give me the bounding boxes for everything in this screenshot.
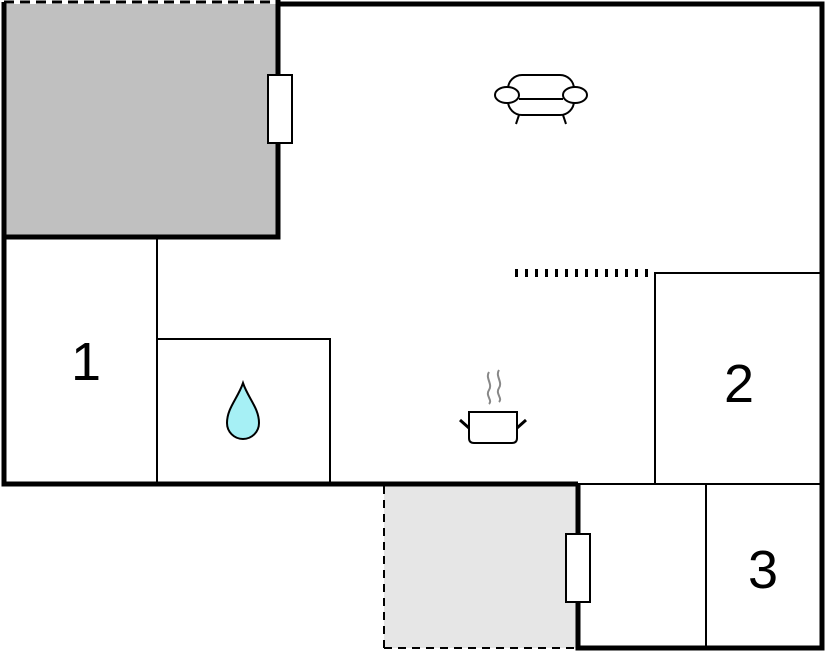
interior-walls	[156, 237, 822, 648]
patio-door	[565, 533, 591, 603]
terrace-top-left	[1, 0, 278, 237]
sofa-icon	[494, 74, 588, 125]
room-label-3: 3	[748, 540, 778, 600]
terrace-door	[267, 74, 293, 144]
cooking-pot-icon	[459, 369, 527, 444]
room-label-2: 2	[724, 354, 754, 414]
water-drop-icon	[225, 379, 261, 440]
patio-bottom	[383, 486, 577, 649]
room-label-1: 1	[71, 332, 101, 392]
